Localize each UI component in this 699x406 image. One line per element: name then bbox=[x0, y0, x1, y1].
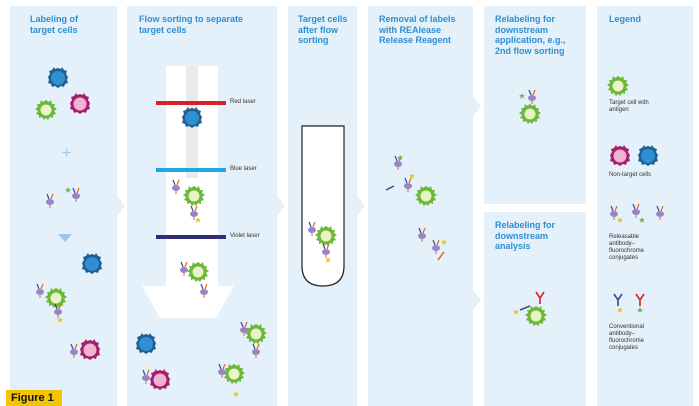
panel-title-relabel-sorting: Relabeling for downstream application, e… bbox=[495, 14, 566, 56]
legend-releasable-label: Releasable antibody– fluorochrome conjug… bbox=[609, 234, 645, 261]
panel-title-labeling: Labeling of target cells bbox=[30, 14, 78, 35]
lasers bbox=[156, 101, 226, 239]
legend-conventional-label: Conventional antibody– fluorochrome conj… bbox=[609, 324, 645, 351]
panel5-cells bbox=[519, 89, 541, 124]
blue-laser-line bbox=[156, 168, 226, 172]
test-tube bbox=[301, 125, 345, 287]
panel-title-flow-sorting: Flow sorting to separate target cells bbox=[139, 14, 244, 35]
panel-title-removal: Removal of labels with REAlease Release … bbox=[379, 14, 456, 45]
panel6-cells bbox=[513, 291, 547, 326]
chevron-arrow-5 bbox=[473, 290, 481, 310]
panel-legend bbox=[597, 6, 693, 406]
violet-laser-label: Violet laser bbox=[230, 233, 260, 239]
violet-laser-line bbox=[156, 235, 226, 239]
legend-nontarget-label: Non-target cells bbox=[609, 172, 652, 178]
down-arrow-icon bbox=[58, 234, 72, 242]
chevron-arrow-2 bbox=[277, 196, 285, 216]
panel1-cells: + bbox=[35, 67, 102, 360]
panel-removal bbox=[368, 6, 473, 406]
panel-title-after-sorting: Target cells after flow sorting bbox=[298, 14, 348, 45]
figure-label: Figure 1 bbox=[6, 390, 62, 406]
blue-laser-label: Blue laser bbox=[230, 166, 257, 172]
panel4-cells bbox=[385, 155, 447, 261]
plus-icon: + bbox=[62, 145, 71, 162]
red-laser-label: Red laser bbox=[230, 99, 256, 105]
red-laser-line bbox=[156, 101, 226, 105]
chevron-arrow-4 bbox=[473, 96, 481, 116]
chevron-arrow-3 bbox=[357, 196, 365, 216]
panel-title-legend: Legend bbox=[609, 14, 642, 24]
panel-title-relabel-analysis: Relabeling for downstream analysis bbox=[495, 220, 556, 251]
legend-target-label: Target cell with antigen bbox=[609, 100, 649, 113]
chevron-arrow-1 bbox=[117, 196, 125, 216]
